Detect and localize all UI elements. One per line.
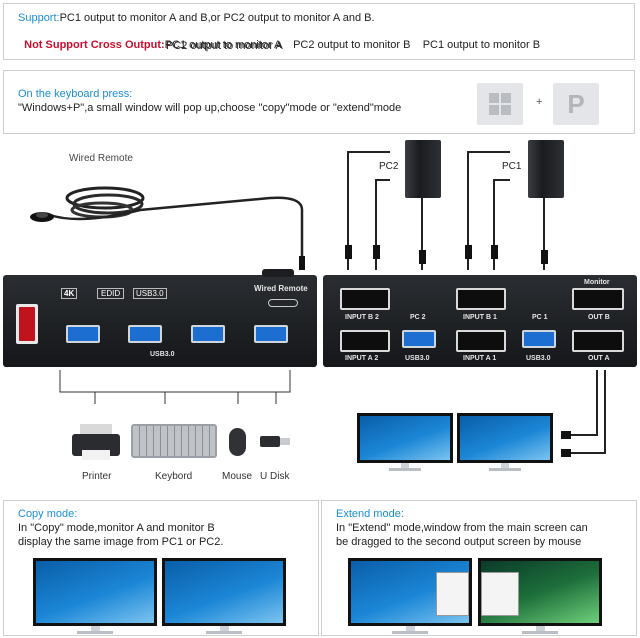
front-usb-port-2[interactable] [128,325,162,343]
label-usb-pc2: USB3.0 [405,355,430,362]
label-input-b2: INPUT B 2 [345,314,379,321]
pc1-tower [528,140,564,198]
monitor-b-middle [457,413,553,471]
dragged-window-continued [481,572,519,616]
hdmi-out-a[interactable] [572,330,624,352]
windows-icon [489,93,511,115]
extend-mode-line2: be dragged to the second output screen b… [336,536,582,548]
usb-pc2-port[interactable] [402,330,436,348]
power-rocker [19,307,35,341]
printer-label: Printer [82,471,112,482]
label-input-a2: INPUT A 2 [345,355,379,362]
kvm-front-panel [3,275,317,367]
u-disk-icon [260,436,290,447]
front-usb-port-3[interactable] [191,325,225,343]
label-monitor: Monitor [584,279,610,286]
extend-mode-title: Extend mode: [336,508,404,520]
pc2-tower [405,140,441,198]
u-disk-label: U Disk [260,471,290,482]
hdmi-input-a1[interactable] [456,330,506,352]
copy-mode-box [3,500,319,636]
front-usb-port-1[interactable] [66,325,100,343]
pc-cables [345,151,548,270]
front-usb-port-4[interactable] [254,325,288,343]
label-out-b: OUT B [588,314,610,321]
keyboard-label: Keybord [155,471,193,482]
copy-mode-title: Copy mode: [18,508,78,520]
copy-mode-line2: display the same image from PC1 or PC2. [18,536,224,548]
support-line: Support:PC1 output to monitor A and B,or… [18,12,375,25]
front-remote-label: Wired Remote [254,284,308,293]
hdmi-out-b[interactable] [572,288,624,310]
not-support-label: Not Support Cross Output: [24,39,165,51]
plus-sign: + [536,96,543,108]
dragged-window [436,572,469,616]
remote-knob [262,269,294,277]
wired-remote-label: Wired Remote [69,153,133,164]
pc2-label: PC2 [379,161,399,172]
extend-monitor-b [478,558,602,636]
support-text: PC1 output to monitor A and B,or PC2 out… [59,12,375,24]
hdmi-input-b1[interactable] [456,288,506,310]
mouse-icon [229,428,246,456]
extend-monitor-a [348,558,472,636]
badge-4k: 4K [61,288,78,299]
not-support-text: PC1 output to monitor A PC2 output to mo… [164,39,541,51]
power-switch[interactable] [16,304,38,344]
badge-edid: EDID [97,288,125,299]
printer-icon [72,424,120,460]
remote-cable [30,186,305,270]
remote-port[interactable] [268,299,298,307]
not-support-line: Not Support Cross Output:PC1 output to m… [18,26,540,52]
keyboard-text: "Windows+P",a small window will pop up,c… [18,102,402,114]
keyboard-icon [131,424,217,458]
support-info-box [3,3,635,60]
label-pc2: PC 2 [410,314,426,321]
peripheral-bracket [59,370,291,404]
label-usb-pc1: USB3.0 [526,355,551,362]
badge-usb: USB3.0 [133,288,167,299]
windows-key [477,83,523,125]
mouse-label: Mouse [222,471,253,482]
copy-monitor-b [162,558,286,636]
output-cables [561,370,606,457]
support-label: Support: [18,12,60,24]
extend-mode-line1: In "Extend" mode,window from the main sc… [336,522,588,534]
label-input-b1: INPUT B 1 [463,314,497,321]
monitor-a-middle [357,413,453,471]
pc1-label: PC1 [502,161,522,172]
label-input-a1: INPUT A 1 [463,355,497,362]
hdmi-input-b2[interactable] [340,288,390,310]
label-out-a: OUT A [588,355,610,362]
hdmi-input-a2[interactable] [340,330,390,352]
front-usb-label: USB3.0 [150,351,175,358]
copy-mode-line1: In "Copy" mode,monitor A and monitor B [18,522,215,534]
copy-monitor-a [33,558,157,636]
keyboard-info-box [3,70,635,134]
usb-pc1-port[interactable] [522,330,556,348]
not-support-line2: PC2 output to monitor A [166,40,283,52]
label-pc1: PC 1 [532,314,548,321]
extend-mode-box [321,500,637,636]
p-key: P [553,83,599,125]
keyboard-heading: On the keyboard press: [18,88,133,100]
